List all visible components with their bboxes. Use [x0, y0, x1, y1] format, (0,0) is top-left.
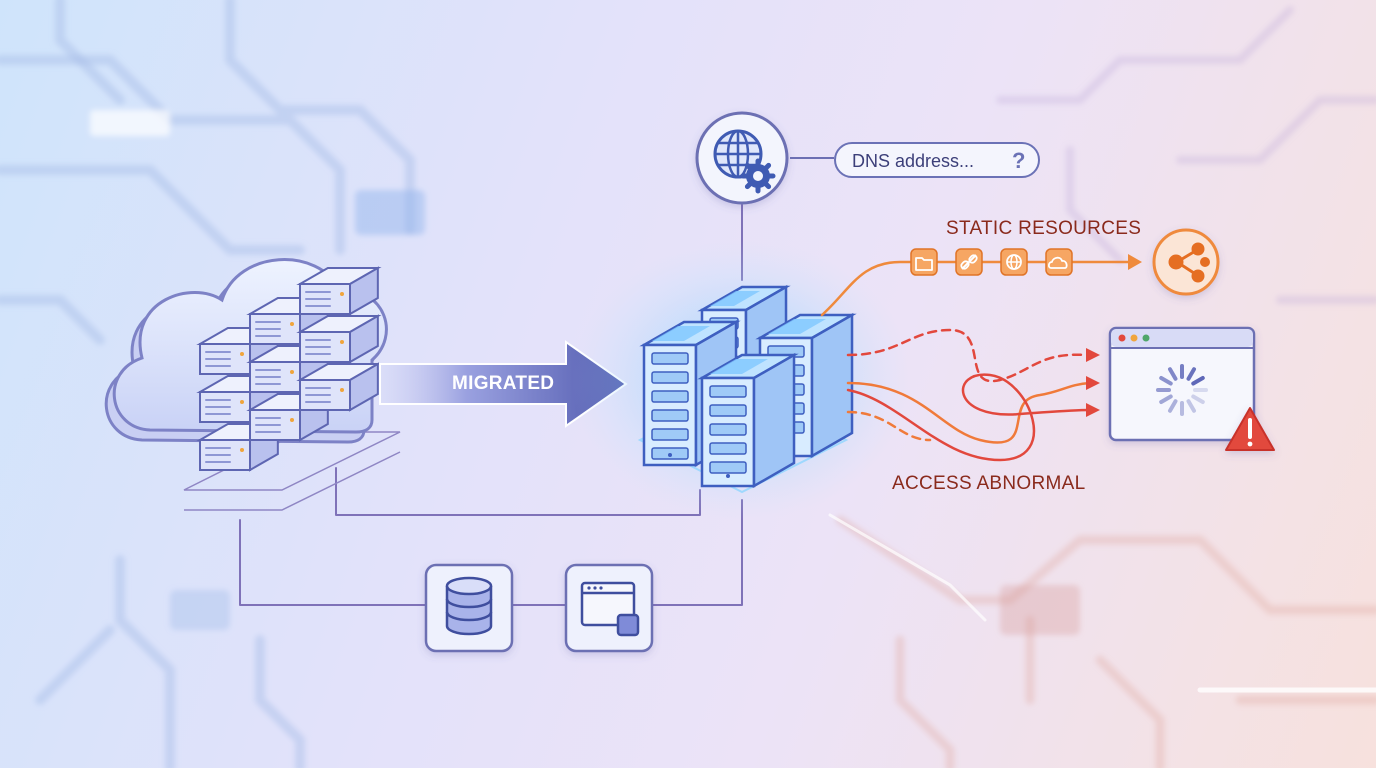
- legacy-server-unit: [296, 314, 382, 364]
- new-servers: [639, 284, 857, 489]
- spinner-segment: [1186, 367, 1196, 381]
- server-led: [340, 388, 344, 392]
- loading-spinner-icon: [1156, 364, 1208, 416]
- server-slot: [651, 428, 689, 441]
- server-led: [290, 322, 294, 326]
- window-app-icon: [580, 581, 640, 637]
- server-top-panel: [652, 326, 710, 341]
- migrated-label: MIGRATED: [452, 373, 555, 394]
- cloud-icon: [1045, 248, 1073, 276]
- dns-address-text: DNS address...: [852, 151, 975, 171]
- static-resources-label: STATIC RESOURCES: [946, 218, 1142, 239]
- legacy-cloud-cluster: [104, 258, 401, 511]
- server-slot: [709, 423, 747, 436]
- globe-icon: [1000, 248, 1028, 276]
- server-top-panel: [710, 359, 768, 374]
- access-abnormal-label: ACCESS ABNORMAL: [892, 473, 1086, 494]
- dns-question-mark: ?: [1012, 148, 1026, 173]
- link-icon: [955, 248, 983, 276]
- static-resource-path: [820, 254, 1142, 317]
- share-nodes-icon: [1152, 228, 1220, 296]
- server-slot: [651, 390, 689, 403]
- server-slot: [709, 442, 747, 455]
- warning-triangle-icon: [1225, 407, 1275, 451]
- legacy-server-unit: [296, 266, 382, 316]
- server-led: [240, 400, 244, 404]
- browser-window: [1108, 326, 1256, 442]
- server-slot: [709, 385, 747, 398]
- folder-icon: [910, 248, 938, 276]
- server-slot: [709, 404, 747, 417]
- server-led: [290, 370, 294, 374]
- database-icon: [445, 576, 493, 636]
- server-led: [340, 292, 344, 296]
- server-slot: [651, 409, 689, 422]
- server-led: [726, 474, 730, 478]
- new-server-cluster: [572, 240, 912, 520]
- server-slot: [651, 352, 689, 365]
- cloud-server-tower: [697, 352, 799, 489]
- spinner-segment: [1168, 399, 1178, 413]
- legacy-servers: [196, 266, 382, 472]
- server-slot: [651, 371, 689, 384]
- abnormal-access-paths: [846, 328, 1100, 462]
- globe-gear-icon: [713, 129, 776, 194]
- server-led: [240, 448, 244, 452]
- spinner-segment: [1159, 394, 1173, 404]
- dns-address-pill: DNS address... ?: [834, 142, 1040, 178]
- spinner-segment: [1191, 394, 1205, 404]
- resource-icons: [910, 248, 1073, 276]
- server-led: [290, 418, 294, 422]
- spinner-segment: [1159, 376, 1173, 386]
- server-led: [240, 352, 244, 356]
- spinner-segment: [1186, 399, 1196, 413]
- spinner-segment: [1168, 367, 1178, 381]
- server-led: [340, 340, 344, 344]
- server-slot: [709, 461, 747, 474]
- server-led: [668, 453, 672, 457]
- spinner-segment: [1191, 376, 1205, 386]
- server-top-panel: [710, 291, 760, 306]
- server-top-panel: [768, 319, 826, 334]
- legacy-server-unit: [296, 362, 382, 412]
- background-light-streaks: [828, 513, 1376, 696]
